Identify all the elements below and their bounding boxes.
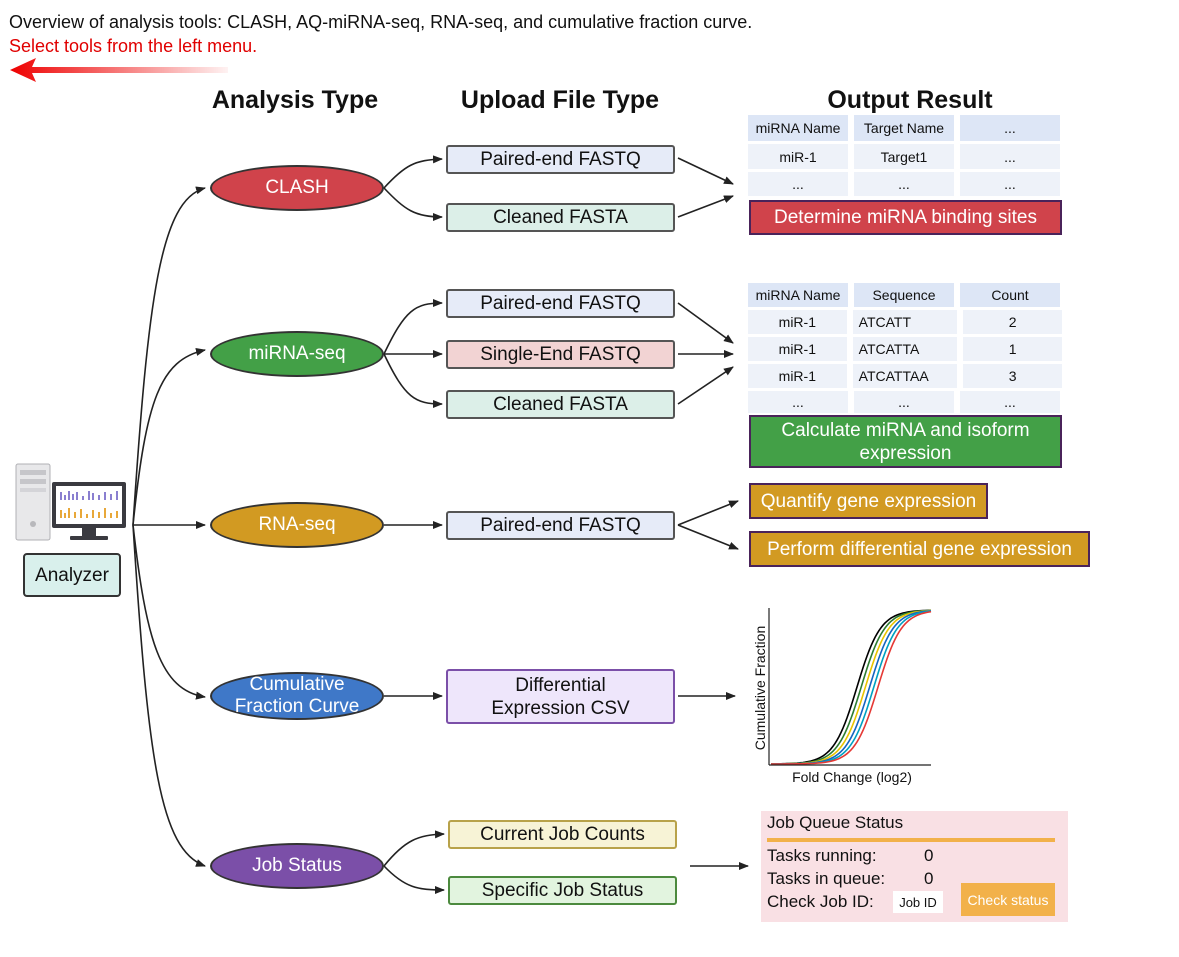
table-row: ... ... ...: [748, 391, 1062, 413]
analysis-cumulative-fraction-curve[interactable]: Cumulative Fraction Curve: [210, 672, 384, 720]
cumulative-fraction-plot: Cumulative Fraction Fold Change (log2): [752, 608, 932, 785]
file-mirna-paired-end-fastq: Paired-end FASTQ: [446, 289, 675, 318]
cfc-curve: [771, 609, 931, 765]
instruction-text: Select tools from the left menu.: [9, 36, 258, 56]
job-queue-divider: [767, 838, 1055, 842]
file-mirna-single-end-fastq: Single-End FASTQ: [446, 340, 675, 369]
file-rna-paired-end-fastq: Paired-end FASTQ: [446, 511, 675, 540]
check-status-button[interactable]: Check status: [961, 883, 1055, 916]
analysis-rna-seq[interactable]: RNA-seq: [210, 502, 384, 548]
mirna-output-label: Calculate miRNA and isoform expression: [749, 415, 1062, 468]
table-row: miR-1 ATCATTAA 3: [748, 364, 1063, 388]
plot-ylabel: Cumulative Fraction: [752, 626, 768, 751]
file-clash-cleaned-fasta: Cleaned FASTA: [446, 203, 675, 232]
tasks-running-value: 0: [924, 846, 934, 865]
clash-output-table: miRNA Name Target Name ... miR-1 Target1…: [748, 115, 1062, 196]
computer-icon: [15, 463, 126, 541]
table-cell: ATCATT: [852, 310, 958, 334]
column-upload-file-type: Upload File Type: [460, 86, 660, 114]
table-cell: Target1: [854, 144, 954, 169]
check-job-id-label: Check Job ID:: [767, 892, 874, 911]
table-header-cell: Sequence: [854, 283, 954, 307]
left-arrow-icon: [10, 58, 228, 82]
table-cell: ...: [960, 144, 1060, 169]
cfc-curve: [771, 609, 932, 765]
file-mirna-cleaned-fasta: Cleaned FASTA: [446, 390, 675, 419]
cfc-curve: [771, 610, 932, 765]
table-header-cell: miRNA Name: [748, 283, 848, 307]
table-row: miR-1 ATCATTA 1: [748, 337, 1063, 361]
rna-output-quantify: Quantify gene expression: [749, 483, 988, 519]
table-header-cell: miRNA Name: [748, 115, 848, 141]
table-header-cell: Target Name: [854, 115, 954, 141]
table-row: miR-1 Target1 ...: [748, 144, 1062, 169]
table-cell: ...: [960, 391, 1060, 413]
table-cell: 1: [963, 337, 1063, 361]
tasks-in-queue-value: 0: [924, 869, 934, 888]
job-queue-panel: Job Queue Status Tasks running: 0 Tasks …: [761, 811, 1068, 922]
table-cell: miR-1: [748, 144, 848, 169]
table-cell: ...: [960, 172, 1060, 196]
overview-text: Overview of analysis tools: CLASH, AQ-mi…: [9, 12, 753, 32]
table-cell: ATCATTAA: [852, 364, 958, 388]
cfc-curve: [771, 610, 932, 765]
job-queue-title: Job Queue Status: [767, 813, 904, 832]
cfc-curve: [771, 609, 932, 765]
table-cell: miR-1: [748, 310, 847, 334]
clash-output-label: Determine miRNA binding sites: [749, 200, 1062, 235]
column-analysis-type: Analysis Type: [211, 86, 379, 114]
mirna-output-table: miRNA Name Sequence Count miR-1 ATCATT 2…: [748, 283, 1063, 413]
job-id-input[interactable]: Job ID: [893, 891, 943, 913]
plot-xlabel: Fold Change (log2): [792, 769, 912, 785]
table-cell: 3: [963, 364, 1063, 388]
rna-output-differential: Perform differential gene expression: [749, 531, 1090, 567]
table-cell: ...: [748, 172, 848, 196]
file-differential-expression-csv: Differential Expression CSV: [446, 669, 675, 724]
table-header-cell: Count: [960, 283, 1060, 307]
table-row: miR-1 ATCATT 2: [748, 310, 1063, 334]
file-specific-job-status: Specific Job Status: [448, 876, 677, 905]
table-cell: miR-1: [748, 337, 847, 361]
analysis-job-status[interactable]: Job Status: [210, 843, 384, 889]
file-current-job-counts: Current Job Counts: [448, 820, 677, 849]
column-output-result: Output Result: [827, 86, 993, 114]
table-cell: ...: [854, 172, 954, 196]
file-clash-paired-end-fastq: Paired-end FASTQ: [446, 145, 675, 174]
table-header-cell: ...: [960, 115, 1060, 141]
table-cell: miR-1: [748, 364, 847, 388]
table-cell: ...: [854, 391, 954, 413]
table-cell: 2: [963, 310, 1063, 334]
analysis-mirna-seq[interactable]: miRNA-seq: [210, 331, 384, 377]
table-cell: ...: [748, 391, 848, 413]
table-cell: ATCATTA: [852, 337, 958, 361]
tasks-running-label: Tasks running:: [767, 846, 877, 865]
cfc-curve: [771, 610, 932, 765]
tasks-in-queue-label: Tasks in queue:: [767, 869, 886, 888]
table-row: ... ... ...: [748, 172, 1062, 196]
analysis-clash[interactable]: CLASH: [210, 165, 384, 211]
analyzer-label: Analyzer: [23, 553, 121, 597]
